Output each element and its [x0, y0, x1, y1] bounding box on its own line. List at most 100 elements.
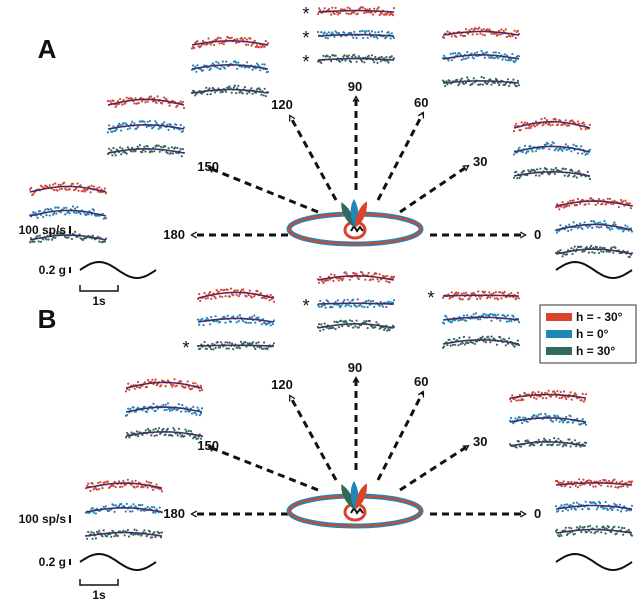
spike-dot: [355, 273, 358, 276]
spike-dot: [474, 312, 478, 315]
spike-dot: [454, 52, 457, 55]
spike-dot: [569, 445, 572, 448]
spike-dot: [605, 202, 608, 205]
spike-dot: [535, 397, 538, 400]
spike-dot: [449, 296, 452, 299]
spike-dot: [551, 123, 554, 126]
spike-dot: [503, 290, 506, 293]
spike-dot: [445, 315, 448, 318]
spike-dot: [493, 81, 496, 85]
spike-dot: [264, 39, 267, 43]
spike-dot: [358, 30, 361, 33]
fit-curve: [513, 120, 591, 129]
spike-dot: [254, 347, 257, 351]
spike-dot: [596, 202, 600, 205]
spike-dot: [91, 506, 94, 510]
spike-dot: [153, 531, 156, 534]
spike-dot: [506, 314, 510, 317]
spike-dot: [370, 54, 374, 57]
spike-dot: [249, 37, 252, 40]
spike-dot: [500, 297, 503, 300]
spike-dot: [574, 484, 577, 487]
spike-dot: [594, 203, 597, 206]
direction-arrow-30: [399, 444, 468, 492]
spike-dot: [572, 143, 575, 146]
spike-dot: [199, 412, 202, 415]
spike-dot: [173, 428, 176, 432]
spike-dot: [193, 90, 196, 93]
spike-dot: [202, 324, 205, 327]
spike-dot: [347, 12, 350, 16]
direction-label-150: 150: [197, 159, 219, 174]
spike-dot: [569, 486, 572, 489]
spike-dot: [494, 32, 497, 35]
spike-dot: [560, 504, 563, 507]
spike-dot: [595, 246, 598, 249]
spike-dot: [462, 314, 465, 317]
spike-dot: [319, 299, 322, 302]
spike-dot: [497, 313, 500, 316]
spike-dot: [114, 105, 117, 108]
spike-dot: [529, 126, 532, 130]
spike-dot: [257, 341, 260, 344]
spike-dot: [539, 395, 542, 398]
spike-dot: [576, 152, 580, 155]
spike-dot: [104, 505, 107, 508]
spike-dot: [346, 6, 349, 9]
spike-dot: [199, 299, 202, 302]
spike-dot: [554, 147, 558, 150]
spike-dot: [227, 347, 230, 350]
spike-dot: [519, 129, 522, 132]
spike-dot: [532, 391, 535, 394]
spike-dot: [122, 98, 125, 102]
spike-dot: [90, 184, 93, 187]
accel-scale-label: 0.2 g: [39, 555, 66, 569]
spike-dot: [569, 391, 572, 394]
spike-dot: [602, 250, 605, 254]
spike-dot: [571, 421, 574, 424]
spike-dot: [580, 145, 583, 148]
spike-dot: [483, 34, 486, 37]
spike-dot: [53, 212, 56, 215]
spike-dot: [133, 486, 136, 489]
spike-dot: [576, 197, 580, 201]
fit-curve: [191, 88, 269, 94]
spike-dot: [607, 479, 611, 483]
trace-150-green: [106, 144, 186, 158]
spike-dot: [155, 434, 158, 437]
spike-dot: [584, 393, 588, 396]
spike-dot: [618, 481, 622, 484]
spike-dot: [164, 403, 167, 406]
spike-dot: [389, 301, 392, 304]
spike-dot: [64, 213, 67, 216]
spike-dot: [340, 277, 343, 280]
spike-dot: [493, 56, 496, 60]
spike-dot: [579, 484, 582, 487]
spike-dot: [486, 51, 489, 54]
direction-label-90: 90: [348, 79, 362, 94]
stimulus-sine-left: [79, 260, 157, 280]
spike-dot: [518, 176, 521, 179]
spike-dot: [390, 32, 393, 35]
spike-dot: [603, 506, 606, 510]
spike-dot: [125, 502, 128, 505]
spike-dot: [562, 390, 566, 393]
spike-dot: [573, 245, 576, 248]
spike-dot: [540, 117, 543, 121]
spike-dot: [547, 443, 550, 446]
spike-dot: [157, 144, 160, 147]
spike-dot: [551, 420, 555, 423]
spike-dot: [207, 292, 211, 295]
spike-dot: [181, 130, 184, 133]
spike-dot: [226, 288, 229, 291]
spike-dot: [553, 437, 556, 440]
trace-90-green: [316, 319, 396, 332]
spike-dot: [344, 271, 347, 274]
spike-dot: [101, 487, 104, 490]
spike-dot: [518, 416, 522, 419]
spike-dot: [578, 225, 581, 228]
spike-dot: [252, 341, 255, 344]
spike-dot: [230, 91, 233, 94]
spike-dot: [518, 146, 521, 149]
spike-dot: [480, 75, 483, 79]
